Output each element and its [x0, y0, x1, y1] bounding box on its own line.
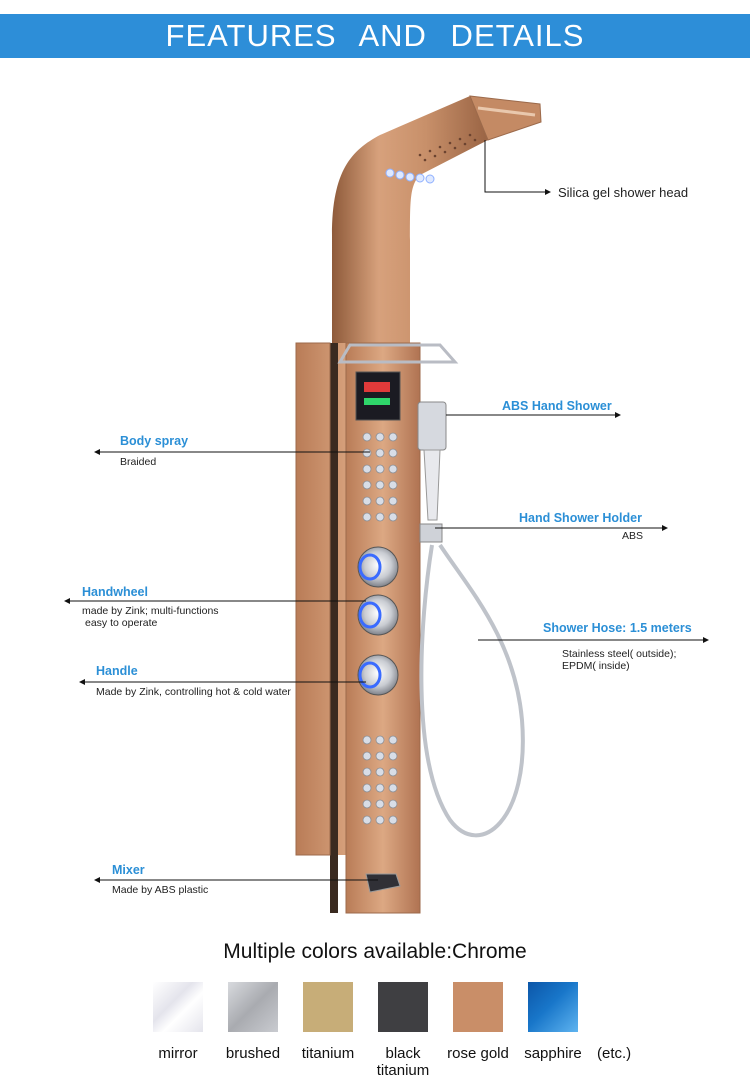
lcd-display [355, 371, 401, 421]
swatch-titanium [303, 982, 353, 1032]
label-body-spray-title: Body spray [120, 434, 189, 448]
label-hand-holder-title: Hand Shower Holder [519, 511, 642, 525]
swatch-black-titanium [378, 982, 428, 1032]
label-handwheel-sub2: easy to operate [85, 617, 158, 629]
colors-etc: (etc.) [597, 1045, 632, 1062]
swatch-label-titanium: titanium [301, 1045, 355, 1062]
label-body-spray-sub: Braided [120, 456, 157, 468]
shower-hose [419, 543, 525, 838]
mixer-spout [365, 873, 401, 893]
swatch-label-rose-gold: rose gold [447, 1045, 509, 1062]
colors-title: Multiple colors available:Chrome [223, 940, 527, 963]
led-lights [385, 168, 435, 184]
features-banner: FEATURES AND DETAILS [0, 14, 750, 58]
swatch-label-mirror: mirror [158, 1045, 198, 1062]
upper-column [332, 96, 488, 345]
label-hose-sub1: Stainless steel( outside); [562, 648, 677, 660]
swatch-mirror [153, 982, 203, 1032]
banner-title: FEATURES AND DETAILS [165, 18, 585, 53]
label-handle-sub: Made by Zink, controlling hot & cold wat… [96, 686, 291, 698]
label-hand-holder-sub: ABS [622, 530, 644, 542]
label-handwheel-sub1: made by Zink; multi-functions [82, 605, 219, 617]
label-handwheel-title: Handwheel [82, 585, 148, 599]
label-handle-title: Handle [96, 664, 138, 678]
swatch-rose-gold [453, 982, 503, 1032]
hand-shower [417, 401, 447, 543]
body-jets-upper [362, 432, 398, 522]
label-hose-title: Shower Hose: 1.5 meters [543, 621, 692, 635]
label-abs-hand-shower: ABS Hand Shower [502, 399, 612, 413]
shower-head-nozzles [418, 133, 477, 162]
label-hose-sub2: EPDM( inside) [562, 660, 630, 672]
swatch-brushed [228, 982, 278, 1032]
swatch-label-brushed: brushed [225, 1045, 281, 1062]
handwheels [357, 546, 399, 696]
swatch-sapphire [528, 982, 578, 1032]
label-mixer-title: Mixer [112, 863, 145, 877]
label-mixer-sub: Made by ABS plastic [112, 884, 209, 896]
shelf [337, 343, 459, 364]
shower-head [469, 95, 542, 141]
body-jets-lower [362, 735, 398, 825]
swatch-label-sapphire: sapphire [524, 1045, 582, 1062]
label-shower-head: Silica gel shower head [558, 185, 689, 200]
